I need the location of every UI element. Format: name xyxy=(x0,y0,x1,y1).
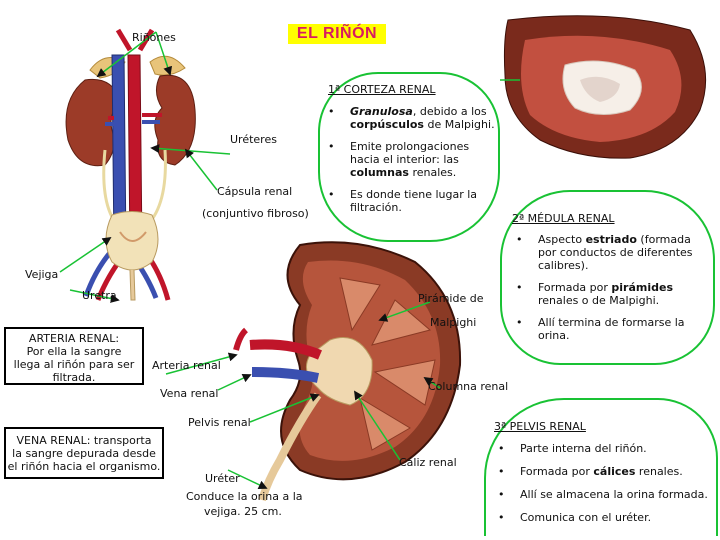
label-capsula-renal: Cápsula renal xyxy=(217,185,292,198)
page-title: EL RIÑÓN xyxy=(288,24,386,44)
pelvis-point-2: Formada por cálices renales. xyxy=(494,465,718,478)
label-ureter-desc-2: vejiga. 25 cm. xyxy=(204,505,282,518)
vena-box-line-3: el riñón hacia el organismo. xyxy=(6,460,162,473)
label-ureter: Uréter xyxy=(205,472,240,485)
arteria-box-line-1: ARTERIA RENAL: xyxy=(6,332,142,345)
arteria-box-line-2: Por ella la sangre xyxy=(6,345,142,358)
vena-box-bold: VENA RENAL xyxy=(17,434,87,447)
pelvis-point-3: Allí se almacena la orina formada. xyxy=(494,488,718,501)
label-vena-renal: Vena renal xyxy=(160,387,218,400)
pelvis-section: 3ª PELVIS RENAL Parte interna del riñón.… xyxy=(494,420,718,534)
label-capsula-renal-sub: (conjuntivo fibroso) xyxy=(202,207,309,220)
label-piramide: Pirámide de xyxy=(418,292,483,305)
vena-renal-box: VENA RENAL: transporta la sangre depurad… xyxy=(4,427,164,479)
label-uretra: Uretra xyxy=(82,289,117,302)
pelvis-heading: 3ª PELVIS RENAL xyxy=(494,420,718,433)
label-columna-renal: Columna renal xyxy=(428,380,508,393)
label-vejiga: Vejiga xyxy=(25,268,58,281)
label-caliz-renal: Cáliz renal xyxy=(399,456,457,469)
urinary-system-illustration xyxy=(66,30,195,300)
medula-heading: 2ª MÉDULA RENAL xyxy=(512,212,712,225)
arteria-box-line-3: llega al riñón para ser xyxy=(6,358,142,371)
pelvis-point-4: Comunica con el uréter. xyxy=(494,511,718,524)
kidney-photo-illustration xyxy=(504,16,705,158)
vena-box-line-2: la sangre depurada desde xyxy=(6,447,162,460)
arteria-box-line-4: filtrada. xyxy=(6,371,142,384)
pelvis-point-1: Parte interna del riñón. xyxy=(494,442,718,455)
arteria-renal-box: ARTERIA RENAL: Por ella la sangre llega … xyxy=(4,327,144,385)
label-ureteres: Uréteres xyxy=(230,133,277,146)
label-arteria-renal: Arteria renal xyxy=(152,359,221,372)
vena-box-line-1: : transporta xyxy=(87,434,152,447)
label-pelvis-renal: Pelvis renal xyxy=(188,416,251,429)
corteza-heading: 1ª CORTEZA RENAL xyxy=(328,83,498,96)
label-ureter-desc-1: Conduce la orina a la xyxy=(186,490,303,503)
label-piramide-malpighi: Malpighi xyxy=(430,316,476,329)
medula-section: 2ª MÉDULA RENAL Aspecto estriado (formad… xyxy=(512,212,712,351)
corteza-section: 1ª CORTEZA RENAL Granulosa, debido a los… xyxy=(328,83,498,223)
label-rinones: Riñones xyxy=(132,31,176,44)
